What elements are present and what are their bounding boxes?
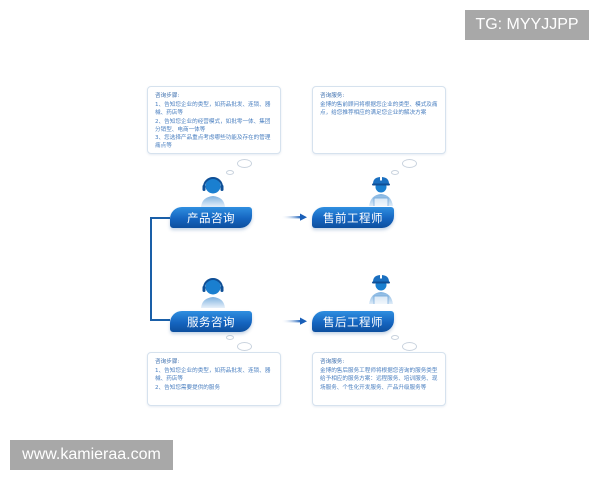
thought-bubble-large	[402, 159, 417, 168]
note-title: 咨询步骤:	[155, 359, 180, 365]
note-service-consult-steps: 咨询步骤: 1、告知您企业的类型，如药品批发、连锁、器械、药店等 2、告知您需要…	[147, 352, 281, 406]
thought-bubble-small	[226, 170, 234, 175]
note-line: 金博的售前顾问将根据您企业的类型、模式及痛点，给您推荐相应的满足您企业的解决方案	[320, 102, 438, 117]
note-title: 咨询服务:	[320, 359, 345, 365]
thought-bubble-large	[237, 159, 252, 168]
thought-bubble-large	[402, 342, 417, 351]
thought-bubble-small	[391, 335, 399, 340]
engineer-hardhat-icon	[369, 274, 393, 304]
thought-bubble-small	[391, 170, 399, 175]
engineer-hardhat-icon	[369, 176, 393, 206]
node-service-consult: 服务咨询	[170, 311, 252, 332]
thought-bubble-small	[226, 335, 234, 340]
note-line: 1、告知您企业的类型，如药品批发、连锁、器械、药店等	[155, 102, 271, 117]
customer-service-headset-icon	[201, 278, 225, 308]
watermark-top-right: TG: MYYJJPP	[465, 10, 589, 40]
node-aftersales-engineer: 售后工程师	[312, 311, 394, 332]
note-aftersales-service: 咨询服务: 金博的售后服务工程师将根据您咨询的服务类型给予相应的服务方案：远程服…	[312, 352, 446, 406]
watermark-bottom-left: www.kamieraa.com	[10, 440, 173, 470]
note-product-consult-steps: 咨询步骤: 1、告知您企业的类型，如药品批发、连锁、器械、药店等 2、告知您企业…	[147, 86, 281, 154]
arrow-right-icon	[281, 213, 307, 221]
note-title: 咨询服务:	[320, 93, 345, 99]
note-line: 2、告知您企业的经营模式，如批零一体、集团分销型、电商一体等	[155, 118, 271, 133]
note-line: 3、您选择产品重点考虑哪些功能及存在的管理痛点等	[155, 135, 271, 150]
bracket-connector	[150, 217, 170, 321]
arrow-right-icon	[281, 317, 307, 325]
thought-bubble-large	[237, 342, 252, 351]
node-product-consult: 产品咨询	[170, 207, 252, 228]
note-line: 金博的售后服务工程师将根据您咨询的服务类型给予相应的服务方案：远程服务、培训服务…	[320, 368, 438, 391]
node-presales-engineer: 售前工程师	[312, 207, 394, 228]
customer-service-headset-icon	[201, 177, 225, 207]
note-line: 2、告知您需要提供的服务	[155, 384, 221, 391]
note-title: 咨询步骤:	[155, 93, 180, 99]
note-presales-service: 咨询服务: 金博的售前顾问将根据您企业的类型、模式及痛点，给您推荐相应的满足您企…	[312, 86, 446, 154]
note-line: 1、告知您企业的类型，如药品批发、连锁、器械、药店等	[155, 368, 271, 383]
